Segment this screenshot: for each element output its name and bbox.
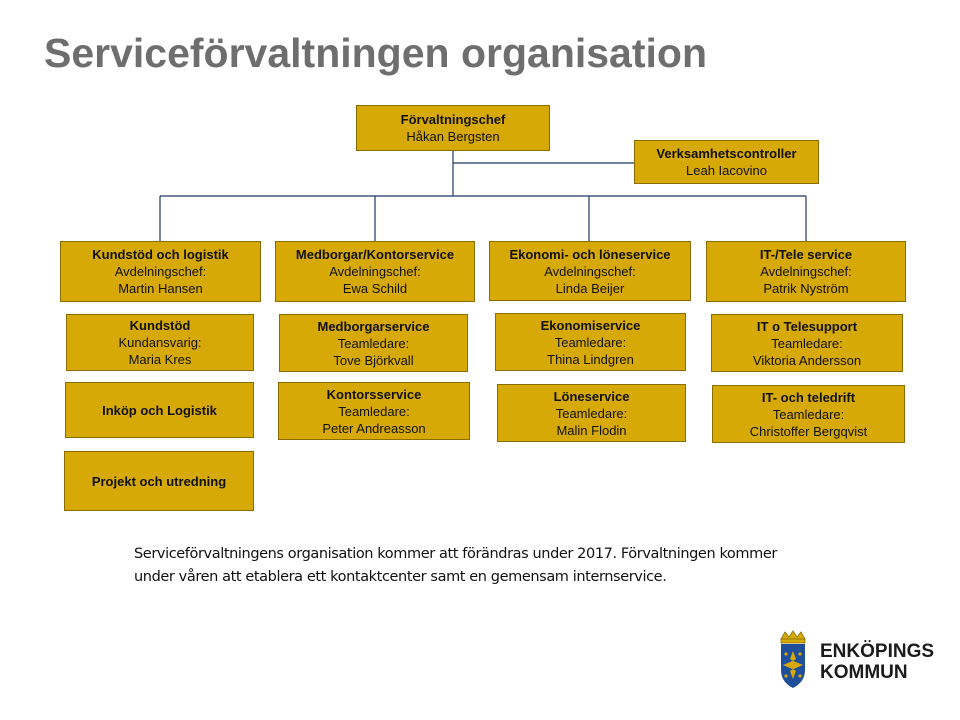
logo-line-1: ENKÖPINGS — [820, 641, 935, 662]
unit-person: Viktoria Andersson — [752, 352, 862, 368]
unit-box-inkop-logistik: Inköp och Logistik — [65, 382, 254, 438]
dept-box-kundstod-logistik: Kundstöd och logistik Avdelningschef: Ma… — [60, 241, 261, 302]
logo-line-2: KOMMUN — [820, 662, 908, 683]
dept-role: Avdelningschef: — [329, 264, 421, 279]
note-line-1: Serviceförvaltningens organisation komme… — [134, 546, 777, 562]
unit-person: Malin Flodin — [556, 422, 627, 438]
dept-role: Avdelningschef: — [544, 263, 636, 279]
unit-role: Teamledare: — [555, 405, 628, 421]
unit-name: Kundstöd — [129, 318, 191, 333]
unit-box-projekt-utredning: Projekt och utredning — [64, 451, 254, 511]
dept-name: Ekonomi- och löneservice — [509, 246, 671, 262]
unit-role: Teamledare: — [771, 335, 843, 351]
dept-name: IT-/Tele service — [759, 247, 853, 262]
unit-role: Teamledare: — [337, 335, 410, 351]
chief-name: Håkan Bergsten — [406, 129, 500, 144]
unit-person: Christoffer Bergqvist — [749, 423, 868, 439]
chief-box: Förvaltningschef Håkan Bergsten — [356, 105, 550, 151]
unit-box-kontorsservice: Kontorsservice Teamledare: Peter Andreas… — [278, 382, 470, 440]
unit-name: Löneservice — [553, 388, 630, 404]
unit-name: IT- och teledrift — [761, 389, 856, 405]
dept-person: Ewa Schild — [342, 281, 408, 296]
chief-role: Förvaltningschef — [400, 112, 506, 127]
unit-name: Projekt och utredning — [91, 473, 227, 489]
unit-name: Ekonomiservice — [540, 317, 641, 333]
unit-name: Medborgarservice — [317, 318, 430, 334]
unit-name: Inköp och Logistik — [102, 402, 217, 418]
unit-box-loneservice: Löneservice Teamledare: Malin Flodin — [497, 384, 686, 442]
unit-person: Thina Lindgren — [547, 351, 634, 367]
unit-name: IT o Telesupport — [756, 318, 858, 334]
dept-person: Martin Hansen — [118, 281, 203, 296]
unit-name: Kontorsservice — [326, 386, 422, 402]
dept-role: Avdelningschef: — [760, 264, 852, 279]
dept-box-it-tele-service: IT-/Tele service Avdelningschef: Patrik … — [706, 241, 906, 302]
controller-name: Leah Iacovino — [686, 163, 767, 178]
organisation-note: Serviceförvaltningens organisation komme… — [134, 543, 894, 589]
controller-box: Verksamhetscontroller Leah Iacovino — [634, 140, 819, 184]
unit-role: Kundansvarig: — [118, 335, 202, 350]
unit-box-it-telesupport: IT o Telesupport Teamledare: Viktoria An… — [711, 314, 903, 372]
unit-role: Teamledare: — [772, 406, 845, 422]
unit-box-ekonomiservice: Ekonomiservice Teamledare: Thina Lindgre… — [495, 313, 686, 371]
dept-box-medborgar-kontorservice: Medborgar/Kontorservice Avdelningschef: … — [275, 241, 475, 302]
unit-box-kundstod: Kundstöd Kundansvarig: Maria Kres — [66, 314, 254, 371]
unit-person: Tove Björkvall — [333, 352, 414, 368]
enkoping-shield-icon — [780, 630, 806, 688]
unit-role: Teamledare: — [338, 403, 410, 419]
unit-role: Teamledare: — [554, 334, 627, 350]
unit-person: Maria Kres — [128, 352, 192, 367]
dept-name: Kundstöd och logistik — [92, 247, 229, 262]
note-line-2: under våren att etablera ett kontaktcent… — [134, 569, 667, 585]
dept-role: Avdelningschef: — [114, 264, 207, 279]
municipality-logo-text: ENKÖPINGS KOMMUN — [820, 641, 934, 683]
unit-box-it-teledrift: IT- och teledrift Teamledare: Christoffe… — [712, 385, 905, 443]
dept-name: Medborgar/Kontorservice — [295, 247, 455, 262]
unit-box-medborgarservice: Medborgarservice Teamledare: Tove Björkv… — [279, 314, 468, 372]
dept-box-ekonomi-loneservice: Ekonomi- och löneservice Avdelningschef:… — [489, 241, 691, 301]
unit-person: Peter Andreasson — [322, 420, 426, 436]
dept-person: Linda Beijer — [555, 280, 625, 296]
controller-role: Verksamhetscontroller — [656, 146, 797, 161]
dept-person: Patrik Nyström — [763, 281, 849, 296]
page-title: Serviceförvaltningen organisation — [44, 30, 707, 76]
